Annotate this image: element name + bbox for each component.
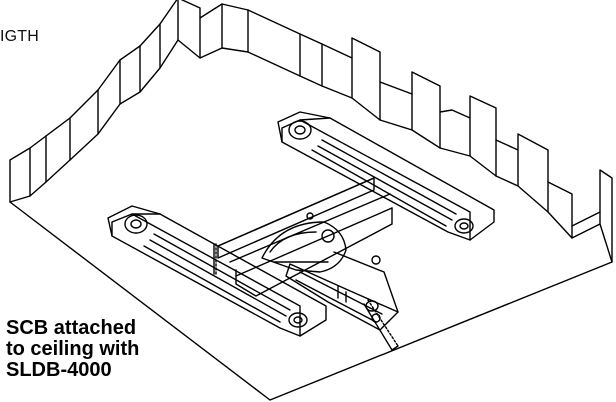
diagram-caption: SCB attached to ceiling with SLDB-4000 — [6, 318, 266, 381]
cut-off-label: IGTH — [0, 28, 40, 45]
rear-rail — [277, 111, 495, 241]
caption-line-1: SCB attached — [6, 317, 137, 339]
ceiling-slab — [9, 0, 613, 401]
front-rail — [107, 205, 327, 337]
caption-line-3: SLDB-4000 — [6, 359, 112, 381]
caption-line-2: to ceiling with — [6, 338, 140, 360]
cross-bar — [213, 177, 393, 297]
scb-bracket — [261, 212, 399, 351]
